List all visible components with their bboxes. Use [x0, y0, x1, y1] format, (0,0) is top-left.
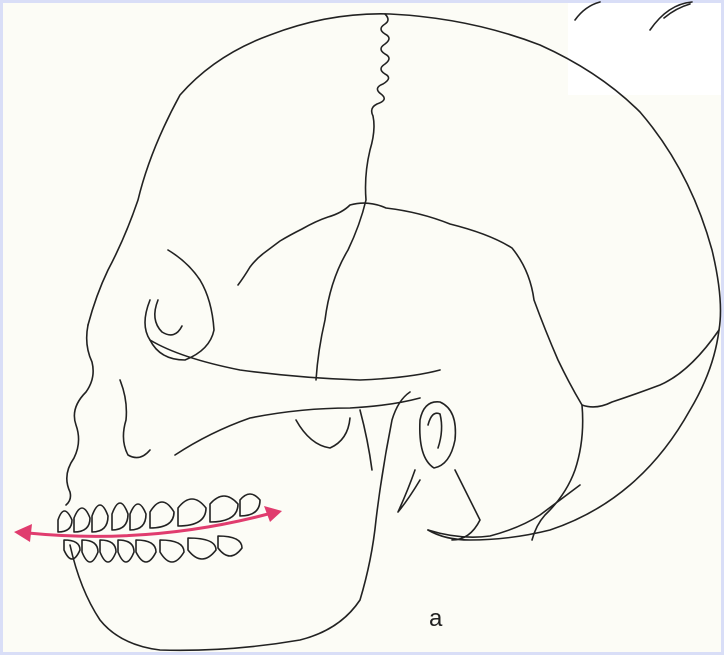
- zygomatic-arch-lower: [175, 398, 420, 455]
- upper-teeth: [58, 494, 260, 532]
- ear-opening: [420, 402, 456, 468]
- styloid-process: [398, 470, 420, 512]
- zygomatic-arch: [150, 340, 440, 380]
- mastoid-process: [452, 470, 480, 540]
- panel-label: a: [429, 607, 442, 631]
- occipital-base: [428, 485, 580, 537]
- face-profile: [66, 325, 93, 505]
- orbit-spiral: [155, 300, 182, 335]
- arrow-head-left: [14, 524, 32, 542]
- lower-teeth: [64, 536, 242, 562]
- neighbor-figure-stroke: [575, 2, 692, 30]
- ear-opening-inner: [428, 413, 442, 448]
- mandible-notch: [360, 410, 372, 470]
- cranium-outline: [88, 14, 720, 540]
- coronal-suture: [316, 14, 389, 380]
- squamosal-suture: [238, 203, 719, 407]
- coronoid-process: [296, 418, 350, 448]
- nasal-cavity: [120, 380, 150, 458]
